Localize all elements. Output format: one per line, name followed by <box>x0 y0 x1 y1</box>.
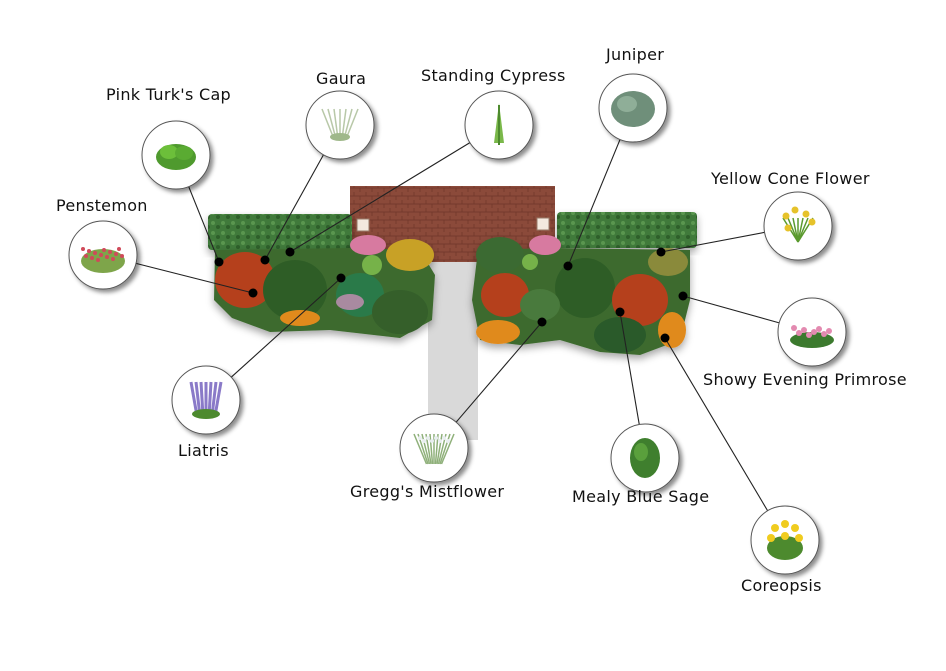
leader-dot-greggs-mistflower <box>537 317 547 327</box>
leader-line-yellow-cone-flower <box>660 231 765 253</box>
callout-standing-cypress <box>464 90 534 160</box>
green-shrub-icon <box>630 438 660 478</box>
round-shrub-icon <box>611 91 655 127</box>
callout-yellow-cone-flower <box>763 191 833 261</box>
leader-dot-showy-evening-primrose <box>678 291 688 301</box>
label-penstemon: Penstemon <box>56 196 148 215</box>
leader-dot-coreopsis <box>660 333 670 343</box>
label-standing-cypress: Standing Cypress <box>421 66 566 85</box>
label-coreopsis: Coreopsis <box>741 576 822 595</box>
label-mealy-blue-sage: Mealy Blue Sage <box>572 487 710 506</box>
planting-bed-left <box>214 235 435 338</box>
purple-spike-icon <box>189 381 223 419</box>
leader-line-pink-turks-cap <box>188 186 220 263</box>
leader-dot-juniper <box>563 261 573 271</box>
leader-line-coreopsis <box>664 337 769 512</box>
leader-dot-yellow-cone-flower <box>656 247 666 257</box>
callout-coreopsis <box>750 505 820 575</box>
shrub-green-icon <box>156 144 196 170</box>
callout-juniper <box>598 73 668 143</box>
leader-dot-liatris <box>336 273 346 283</box>
leader-dot-pink-turks-cap <box>214 257 224 267</box>
callout-penstemon <box>68 220 138 290</box>
planting-bed-right <box>472 235 690 355</box>
callout-greggs-mistflower <box>399 413 469 483</box>
red-wispy-icon <box>81 247 125 273</box>
label-juniper: Juniper <box>606 45 665 64</box>
window-left <box>356 218 370 232</box>
label-gaura: Gaura <box>316 69 367 88</box>
label-liatris: Liatris <box>178 441 229 460</box>
leader-dots <box>214 247 688 343</box>
leader-line-penstemon <box>135 262 254 294</box>
spire-icon <box>494 103 504 145</box>
leader-dot-mealy-blue-sage <box>615 307 625 317</box>
leader-line-liatris <box>230 277 342 378</box>
wispy-white-icon <box>321 108 359 141</box>
plant-callouts <box>68 73 847 575</box>
leader-lines <box>135 139 780 512</box>
callout-liatris <box>171 365 241 435</box>
label-yellow-cone-flower: Yellow Cone Flower <box>711 169 870 188</box>
hedge-right <box>557 212 697 248</box>
leader-dot-penstemon <box>248 288 258 298</box>
yellow-daisy-icon <box>767 520 803 560</box>
leader-line-juniper <box>567 139 621 267</box>
callout-gaura <box>305 90 375 160</box>
walkway <box>428 258 478 440</box>
white-grass-icon <box>413 433 455 465</box>
window-right <box>536 217 550 231</box>
label-pink-turks-cap: Pink Turk's Cap <box>106 85 232 104</box>
callout-showy-evening-primrose <box>777 297 847 367</box>
leader-dot-gaura <box>260 255 270 265</box>
yellow-flower-icon <box>782 206 816 243</box>
leader-line-gaura <box>264 154 324 261</box>
leader-line-greggs-mistflower <box>455 321 543 423</box>
leader-dot-standing-cypress <box>285 247 295 257</box>
leader-line-showy-evening-primrose <box>682 295 780 324</box>
callout-pink-turks-cap <box>141 120 211 190</box>
pink-flower-icon <box>790 325 834 348</box>
label-showy-evening-primrose: Showy Evening Primrose <box>703 370 907 389</box>
leader-line-standing-cypress <box>289 142 471 253</box>
leader-line-mealy-blue-sage <box>619 311 640 425</box>
callout-mealy-blue-sage <box>610 423 680 493</box>
label-greggs-mistflower: Gregg's Mistflower <box>350 482 505 501</box>
